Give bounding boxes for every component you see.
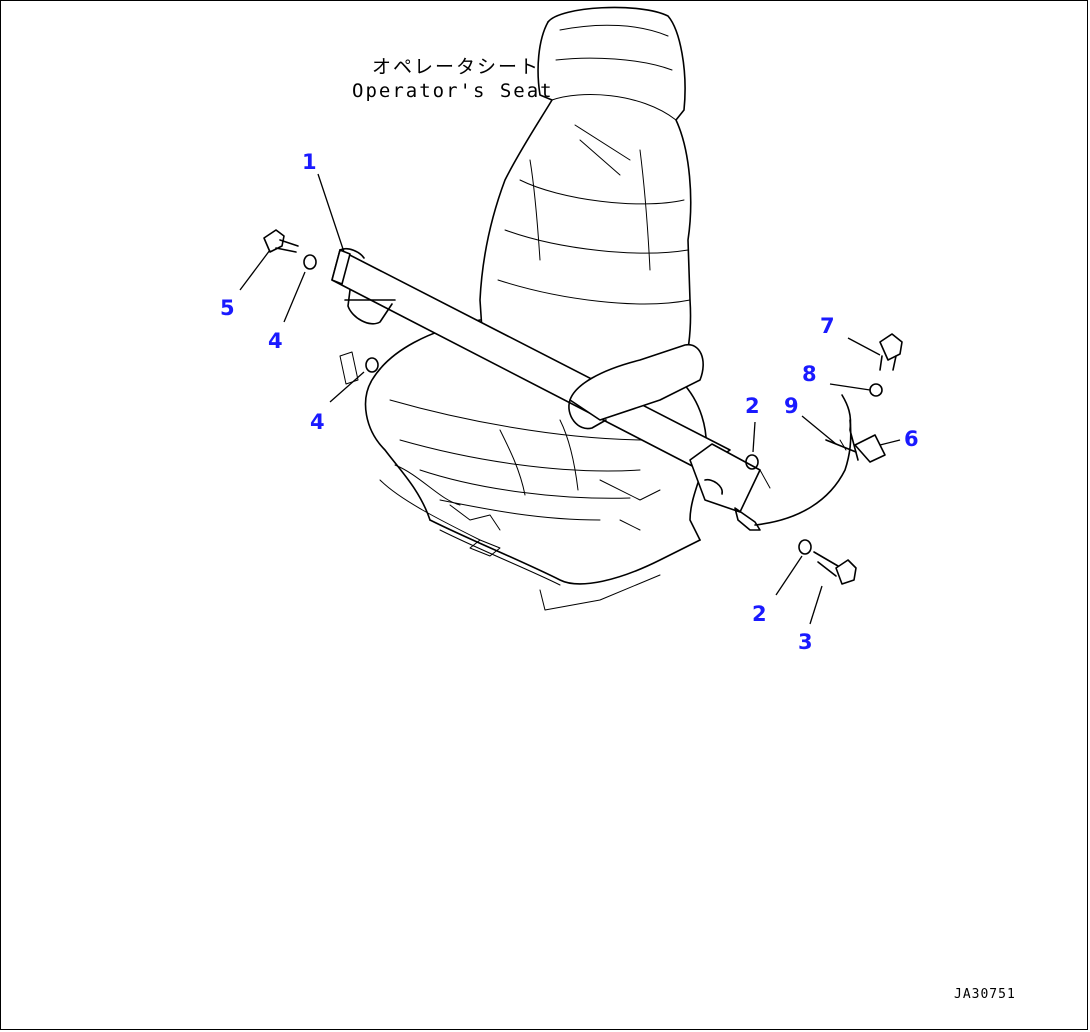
callout-7: 7 — [820, 314, 835, 338]
callout-2a: 2 — [745, 394, 760, 418]
callout-4b: 4 — [310, 410, 325, 434]
clip-part — [339, 351, 359, 385]
washer-4a — [303, 254, 317, 270]
drawing-id: JA30751 — [954, 987, 1016, 1002]
callout-3: 3 — [798, 630, 813, 654]
caption-english: Operator's Seat — [352, 80, 554, 102]
callout-8: 8 — [802, 362, 817, 386]
caption-japanese: オペレータシート — [372, 56, 541, 78]
callout-4a: 4 — [268, 329, 283, 353]
armrest-assembly — [331, 247, 771, 531]
callout-5: 5 — [220, 296, 235, 320]
operator-seat — [364, 6, 708, 611]
washer-8 — [869, 383, 883, 397]
callout-6: 6 — [904, 427, 919, 451]
bolt-3-part — [813, 551, 857, 585]
leader-lines — [239, 173, 901, 625]
washer-4b — [365, 357, 379, 373]
washer-2a — [745, 454, 759, 470]
callout-9: 9 — [784, 394, 799, 418]
callout-1: 1 — [302, 150, 317, 174]
washer-2b — [798, 539, 812, 555]
harness-part — [754, 394, 886, 526]
bolt-7-part — [879, 333, 903, 371]
bolt-5-part — [263, 229, 299, 253]
callout-2b: 2 — [752, 602, 767, 626]
